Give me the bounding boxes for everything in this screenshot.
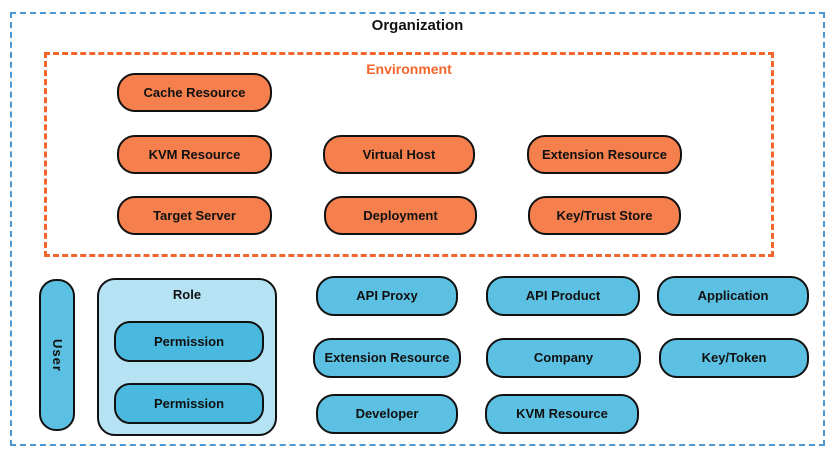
org-pill-api-proxy: API Proxy [316,276,458,316]
pill-label: Virtual Host [362,146,436,162]
pill-label: Cache Resource [143,84,246,100]
env-pill-extension-resource: Extension Resource [527,135,682,174]
pill-label: Extension Resource [542,146,667,162]
pill-label: KVM Resource [516,406,608,422]
pill-label: Key/Trust Store [556,207,653,223]
pill-label: API Product [525,288,601,304]
org-pill-key-token: Key/Token [659,338,809,378]
env-pill-deployment: Deployment [324,196,477,235]
pill-label: KVM Resource [148,146,241,162]
org-pill-kvm-resource: KVM Resource [485,394,639,434]
env-pill-cache-resource: Cache Resource [117,73,272,112]
pill-label: Key/Token [701,350,767,366]
organization-title: Organization [371,17,464,34]
pill-label: Extension Resource [324,350,450,366]
pill-label: Permission [153,333,225,349]
role-pill-permission-1: Permission [114,321,264,362]
environment-title: Environment [366,61,452,77]
pill-label: Permission [153,395,225,411]
env-pill-target-server: Target Server [117,196,272,235]
role-pill-permission-2: Permission [114,383,264,424]
pill-label: Deployment [363,207,438,223]
pill-label: Developer [355,406,419,422]
organization-boundary: Organization Environment Cache Resource … [10,12,825,446]
pill-label: Application [697,288,769,304]
org-pill-extension-resource: Extension Resource [313,338,461,378]
org-pill-application: Application [657,276,809,316]
org-pill-user: User [39,279,75,431]
pill-label: Company [533,350,594,366]
role-container: Role Permission Permission [97,278,277,436]
env-pill-kvm-resource: KVM Resource [117,135,272,174]
env-pill-virtual-host: Virtual Host [323,135,475,174]
org-pill-company: Company [486,338,641,378]
env-pill-key-trust-store: Key/Trust Store [528,196,681,235]
pill-label: User [49,338,65,372]
role-title: Role [172,287,202,302]
pill-label: Target Server [153,207,236,223]
org-pill-developer: Developer [316,394,458,434]
environment-boundary: Environment Cache Resource KVM Resource … [44,52,774,257]
pill-label: API Proxy [356,288,418,304]
org-pill-api-product: API Product [486,276,640,316]
